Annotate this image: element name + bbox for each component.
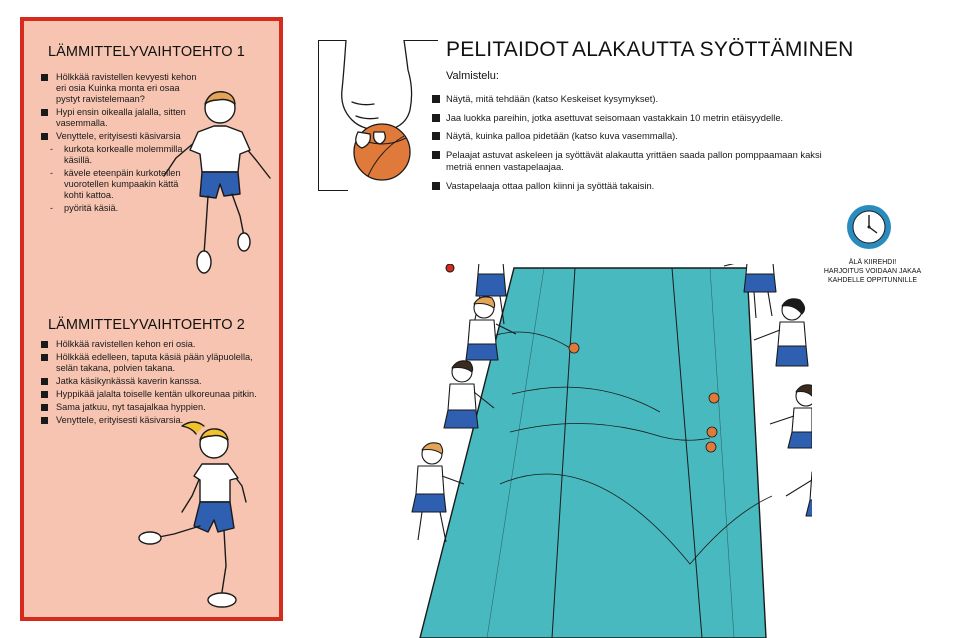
note-box: ÄLÄ KIIREHDI! HARJOITUS VOIDAAN JAKAA KA…: [820, 258, 925, 285]
preparation-label: Valmistelu:: [446, 70, 499, 82]
list-item: Jaa luokka pareihin, jotka asettuvat sei…: [432, 112, 822, 125]
list-item: Hypi ensin oikealla jalalla, sitten vase…: [38, 107, 198, 129]
list-item: Hölkkää ravistellen kehon eri osia.: [38, 339, 263, 350]
frame-left-line: [318, 40, 319, 190]
list-item: Venyttele, erityisesti käsivarsia.: [38, 415, 263, 426]
frame-bottom-line: [318, 190, 348, 191]
page-title-underhand-pass: ALAKAUTTA SYÖTTÄMINEN: [572, 38, 854, 61]
warmup-panel: LÄMMITTELYVAIHTOEHTO 1 Hölkkää ravistell…: [20, 17, 283, 621]
list-item: pyöritä käsiä.: [38, 203, 198, 214]
warmup1-list: Hölkkää ravistellen kevyesti kehon eri o…: [38, 72, 198, 216]
note-title: ÄLÄ KIIREHDI!: [848, 259, 897, 266]
list-item: Sama jatkuu, nyt tasajalkaa hyppien.: [38, 402, 263, 413]
list-item: Jatka käsikynkässä kaverin kanssa.: [38, 376, 263, 387]
list-item: Venyttele, erityisesti käsivarsia: [38, 131, 198, 142]
list-item: Pelaajat astuvat askeleen ja syöttävät a…: [432, 149, 822, 174]
list-item: Hölkkää ravistellen kevyesti kehon eri o…: [38, 72, 198, 105]
court-illustration: [411, 264, 812, 638]
list-item: Vastapelaaja ottaa pallon kiinni ja syöt…: [432, 180, 822, 193]
instructions-list: Näytä, mitä tehdään (katso Keskeiset kys…: [432, 93, 822, 198]
running-boy-illustration: [163, 91, 271, 274]
skipping-girl-illustration: [138, 421, 247, 608]
warmup1-title: LÄMMITTELYVAIHTOEHTO 1: [48, 44, 245, 60]
list-item: Hyppikää jalalta toiselle kentän ulkoreu…: [38, 389, 263, 400]
list-item: Hölkkää edelleen, taputa käsiä pään yläp…: [38, 352, 263, 374]
hand-holding-ball-illustration: [341, 40, 413, 181]
warmup2-list: Hölkkää ravistellen kehon eri osia. Hölk…: [38, 339, 263, 428]
note-text: HARJOITUS VOIDAAN JAKAA KAHDELLE OPPITUN…: [823, 268, 922, 284]
clock-icon: [847, 205, 891, 249]
warmup2-title: LÄMMITTELYVAIHTOEHTO 2: [48, 317, 245, 333]
list-item: kurkota korkealle molemmilla käsillä.: [38, 144, 198, 166]
list-item: Näytä, kuinka palloa pidetään (katso kuv…: [432, 130, 822, 143]
list-item: Näytä, mitä tehdään (katso Keskeiset kys…: [432, 93, 822, 106]
page-title-skills: PELITAIDOT: [446, 38, 569, 61]
list-item: kävele eteenpäin kurkotellen vuorotellen…: [38, 168, 198, 201]
